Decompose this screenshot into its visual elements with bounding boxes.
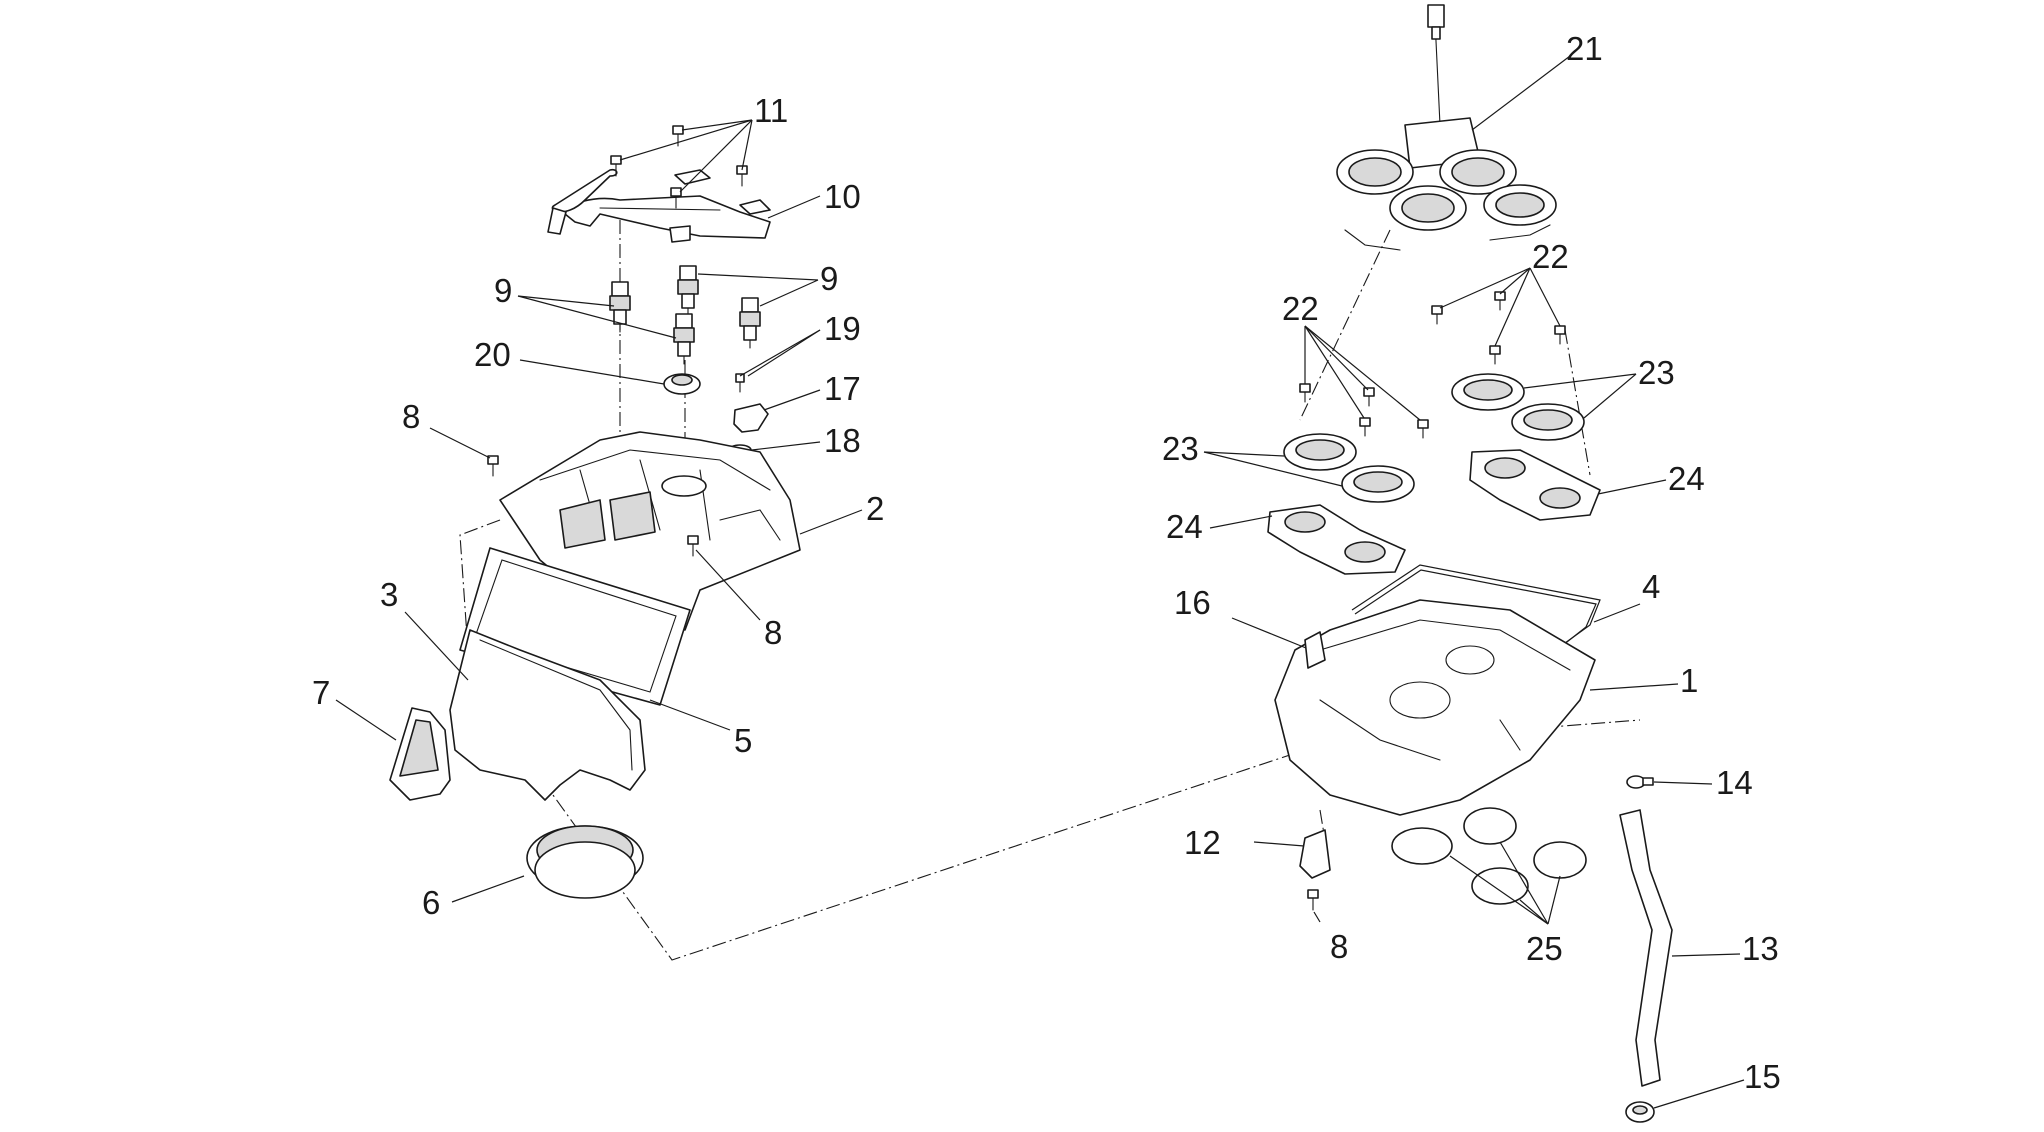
bracket [1299,829,1331,879]
screws-left [487,455,699,557]
callout-23-right: 23 [1638,354,1675,391]
callout-14: 14 [1716,764,1753,801]
callout-17: 17 [824,370,861,407]
callout-2: 2 [866,490,884,527]
airbox-base [1274,599,1596,816]
breather-hose [1619,809,1673,1087]
callout-7: 7 [312,674,330,711]
rail-bolts [610,125,748,209]
callout-23-left: 23 [1162,430,1199,467]
gasket-frame [449,629,646,801]
callout-labels: 11 10 9 9 20 19 17 18 8 2 8 3 5 7 6 21 2… [312,30,1781,1095]
callout-19: 19 [824,310,861,347]
callout-9-right: 9 [820,260,838,297]
callout-18: 18 [824,422,861,459]
callout-21: 21 [1566,30,1603,67]
callout-15: 15 [1744,1058,1781,1095]
callout-6: 6 [422,884,440,921]
mounting-plates [1267,449,1601,575]
callout-16: 16 [1174,584,1211,621]
callout-3: 3 [380,576,398,613]
leader-lines [335,55,1745,1109]
throttle-body [1336,4,1557,251]
callout-24-right: 24 [1668,460,1705,497]
intake-rubbers-right [1451,373,1585,441]
callout-20: 20 [474,336,511,373]
intake-ring [526,825,644,899]
callout-25: 25 [1526,930,1563,967]
callout-8-bottom: 8 [1330,928,1348,965]
screws-22 [1299,291,1566,439]
callout-4: 4 [1642,568,1660,605]
hose-clamp [1626,775,1654,789]
sensor-group [728,373,769,456]
callout-12: 12 [1184,824,1221,861]
hose-cap [1625,1101,1655,1123]
screw-bottom [1307,889,1319,911]
intake-rubbers-left [1283,433,1415,503]
intake-duct [389,707,451,801]
callout-9-left: 9 [494,272,512,309]
callout-13: 13 [1742,930,1779,967]
callout-8-upper: 8 [402,398,420,435]
callout-1: 1 [1680,662,1698,699]
fuel-injectors [609,265,761,365]
callout-22-left: 22 [1282,290,1319,327]
grommet [663,373,701,395]
callout-22-right: 22 [1532,238,1569,275]
callout-10: 10 [824,178,861,215]
fuel-rail [547,168,771,243]
callout-11: 11 [754,92,788,129]
callout-8-center: 8 [764,614,782,651]
callout-24-left: 24 [1166,508,1203,545]
callout-5: 5 [734,722,752,759]
